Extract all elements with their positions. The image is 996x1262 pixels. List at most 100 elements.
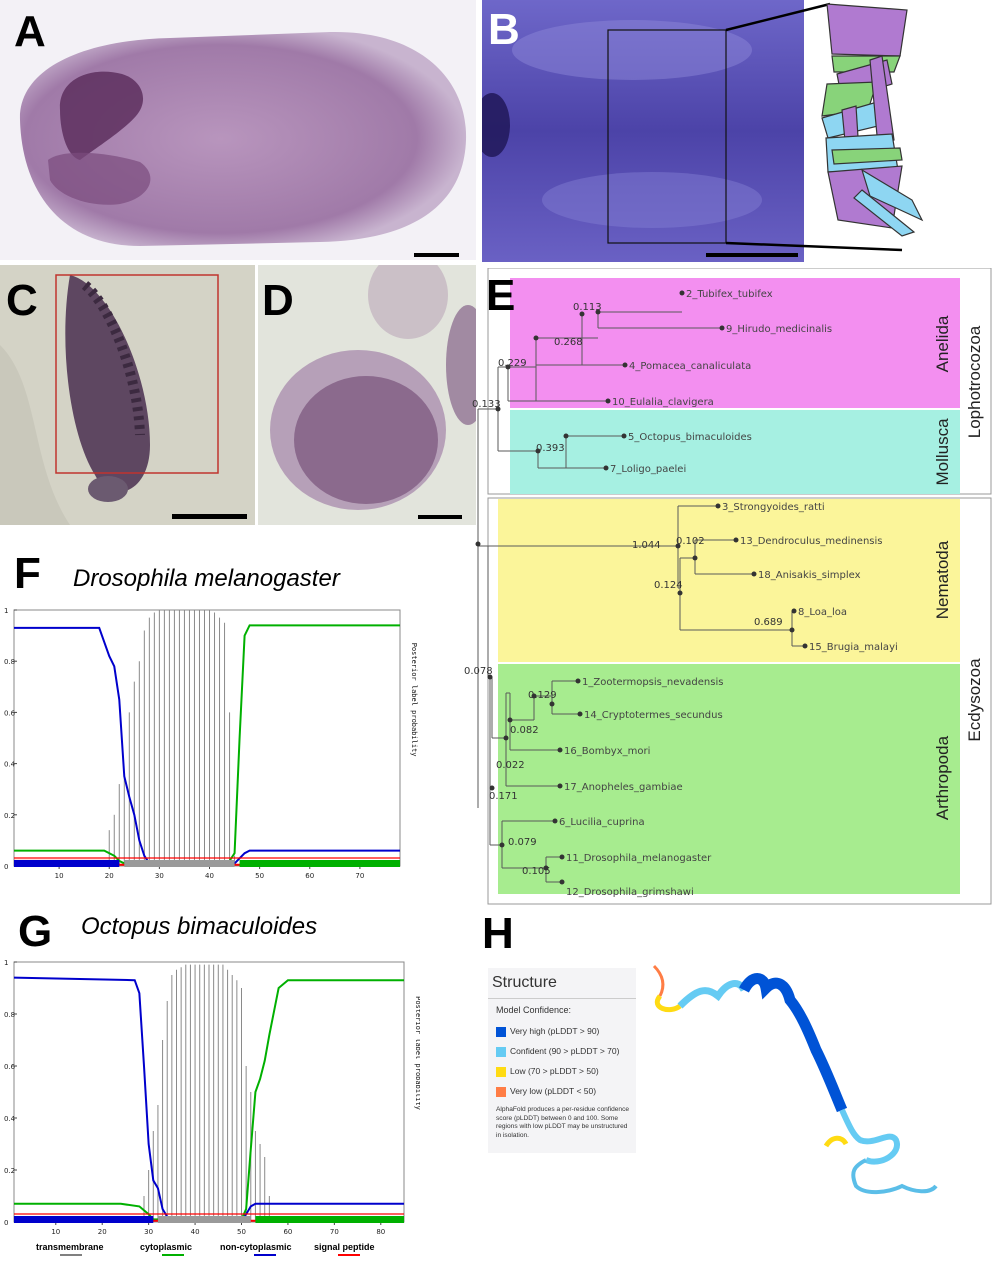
panel-label: D	[262, 276, 294, 325]
tree-taxon: 15_Brugia_malayi	[809, 642, 898, 653]
embryo-a-image	[19, 31, 467, 247]
panel-label: A	[14, 7, 46, 56]
panel-d-embryo: D	[258, 265, 476, 525]
support-value: 0.082	[510, 725, 539, 736]
group-label-arthropoda: Arthropoda	[933, 735, 952, 820]
y-tick-label: 0.8	[4, 1011, 15, 1019]
tree-taxon: 18_Anisakis_simplex	[758, 570, 861, 581]
confidence-very-high: Very high (pLDDT > 90)	[496, 1026, 599, 1037]
confidence-low: Low (70 > pLDDT > 50)	[496, 1066, 599, 1077]
support-value: 0.129	[528, 690, 557, 701]
tree-taxon: 5_Octopus_bimaculoides	[628, 432, 752, 443]
y-tick-label: 0	[4, 1219, 8, 1227]
legend-line	[338, 1254, 360, 1256]
legend-line	[162, 1254, 184, 1256]
legend-line	[254, 1254, 276, 1256]
y-tick-label: 0.6	[4, 709, 16, 717]
protein-structure	[652, 964, 938, 1194]
y-tick-label: 0.2	[4, 812, 15, 820]
tree-taxon: 2_Tubifex_tubifex	[686, 289, 773, 300]
x-tick-label: 10	[55, 872, 64, 880]
divider	[488, 998, 636, 999]
topology-segment	[157, 1216, 251, 1223]
legend-label: non-cytoplasmic	[220, 1242, 292, 1252]
species-title: Drosophila melanogaster	[73, 565, 340, 592]
panel-label: G	[18, 907, 53, 956]
y-tick-label: 0.4	[4, 1115, 16, 1123]
plot-legend: transmembrane cytoplasmic non-cytoplasmi…	[30, 1242, 410, 1260]
tree-taxon: 16_Bombyx_mori	[564, 746, 650, 757]
tree-taxon: 12_Drosophila_grimshawi	[566, 887, 694, 898]
alphafold-note: AlphaFold produces a per-residue confide…	[496, 1106, 630, 1139]
legend-item: signal peptide	[314, 1242, 375, 1256]
model-confidence-label: Model Confidence:	[496, 1005, 572, 1015]
embryo-d-image	[258, 265, 476, 525]
series-line	[14, 979, 404, 1221]
legend-item: cytoplasmic	[140, 1242, 192, 1256]
tree-taxon: 4_Pomacea_canaliculata	[629, 361, 751, 372]
x-tick-label: 70	[355, 872, 364, 880]
topology-segment	[14, 860, 120, 867]
tree-nodes	[475, 290, 808, 885]
series-line	[14, 626, 400, 865]
panel-e-tree: 2_Tubifex_tubifex 9_Hirudo_medicinalis 4…	[460, 268, 996, 908]
tree-taxon: 1_Zootermopsis_nevadensis	[582, 677, 723, 688]
x-tick-label: 30	[155, 872, 164, 880]
panel-label: H	[482, 909, 514, 958]
panel-c-embryo: C	[0, 265, 255, 525]
posterior-axis-label: Posterior label probability	[414, 996, 420, 1110]
panel-label: E	[486, 271, 516, 320]
x-tick-label: 70	[330, 1228, 339, 1236]
support-value: 0.102	[676, 536, 705, 547]
tree-taxon: 17_Anopheles_gambiae	[564, 782, 683, 793]
y-tick-label: 1	[4, 607, 8, 615]
embryo-c-image	[0, 265, 255, 525]
x-tick-label: 30	[144, 1228, 153, 1236]
structure-title: Structure	[492, 974, 557, 991]
x-tick-label: 60	[283, 1228, 292, 1236]
y-tick-label: 0	[4, 863, 8, 871]
legend-item: transmembrane	[36, 1242, 104, 1256]
x-tick-label: 20	[98, 1228, 107, 1236]
support-value: 0.124	[654, 580, 683, 591]
tree-taxon: 7_Loligo_paelei	[610, 464, 686, 475]
support-value: 1.044	[632, 540, 661, 551]
phylogenetic-tree: 2_Tubifex_tubifex 9_Hirudo_medicinalis 4…	[464, 268, 992, 905]
panel-label: C	[6, 276, 38, 325]
embryo-b-image	[482, 0, 924, 262]
y-tick-label: 0.2	[4, 1167, 15, 1175]
support-value: 0.689	[754, 617, 783, 628]
series-line	[14, 624, 400, 865]
support-value: 0.113	[573, 302, 602, 313]
x-tick-label: 60	[305, 872, 314, 880]
support-value: 0.022	[496, 760, 525, 771]
tree-taxon: 10_Eulalia_clavigera	[612, 397, 714, 408]
tree-taxon: 11_Drosophila_melanogaster	[566, 853, 712, 864]
panel-label: B	[488, 5, 520, 54]
tree-taxon: 8_Loa_loa	[798, 607, 847, 618]
x-tick-label: 40	[191, 1228, 200, 1236]
panel-label: F	[14, 549, 41, 598]
confidence-confident: Confident (90 > pLDDT > 70)	[496, 1046, 619, 1057]
support-value: 0.268	[554, 337, 583, 348]
panel-a-embryo: A	[0, 0, 476, 260]
topology-segment	[124, 860, 235, 867]
x-tick-label: 10	[51, 1228, 60, 1236]
support-value: 0.229	[498, 358, 527, 369]
support-value: 0.079	[508, 837, 537, 848]
topology-segment	[255, 1216, 404, 1223]
tree-taxon: 14_Cryptotermes_secundus	[584, 710, 723, 721]
panel-b-muscle: B	[482, 0, 996, 262]
group-label-anelida: Anelida	[933, 315, 952, 372]
y-tick-label: 0.8	[4, 658, 15, 666]
y-tick-label: 0.4	[4, 761, 16, 769]
legend-line	[60, 1254, 82, 1256]
topology-segment	[14, 1216, 154, 1223]
group-label-ecdysozoa: Ecdysozoa	[965, 658, 984, 742]
muscle-schematic	[821, 3, 924, 237]
posterior-axis-label: Posterior label probability	[410, 643, 418, 757]
support-value: 0.078	[464, 666, 493, 677]
legend-item: non-cytoplasmic	[220, 1242, 292, 1256]
